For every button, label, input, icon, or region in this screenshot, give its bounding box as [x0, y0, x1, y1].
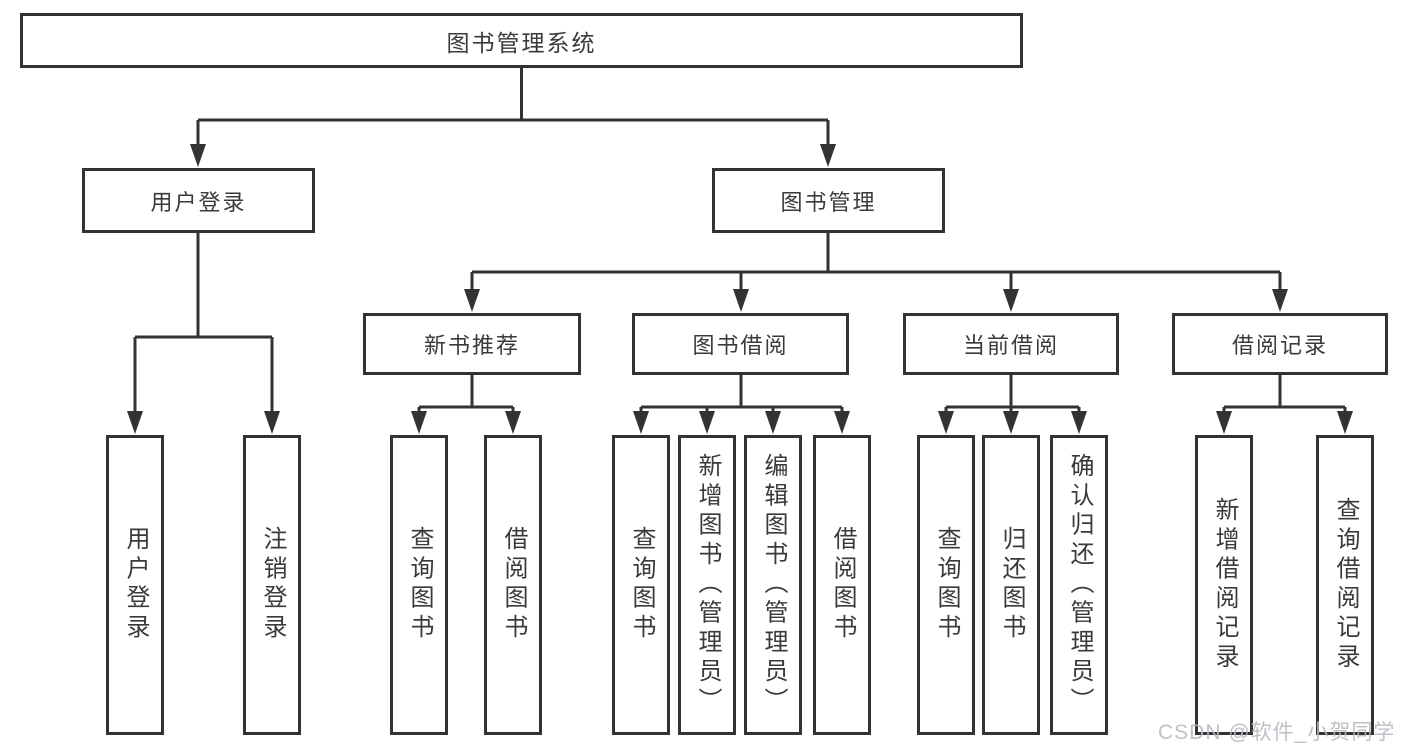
leaf-borrow-books-newbook-label: 借阅图书: [500, 526, 527, 644]
leaf-add-borrow-record-label: 新增借阅记录: [1211, 497, 1238, 673]
arrowhead: [938, 411, 954, 434]
leaf-edit-book-admin-label: 编辑图书（管理员）: [760, 453, 787, 717]
arrowhead: [699, 411, 715, 434]
arrowhead: [1216, 411, 1232, 434]
leaf-query-books-current: 查询图书: [917, 435, 975, 735]
leaf-query-borrow-record: 查询借阅记录: [1316, 435, 1374, 735]
leaf-logout: 注销登录: [243, 435, 301, 735]
arrowhead: [1003, 289, 1019, 312]
leaf-borrow-books-borrowing: 借阅图书: [813, 435, 871, 735]
leaf-add-borrow-record: 新增借阅记录: [1195, 435, 1253, 735]
arrowhead: [733, 289, 749, 312]
node-root: 图书管理系统: [20, 13, 1023, 68]
connector-root-to-level2: [190, 68, 836, 167]
arrowhead: [505, 411, 521, 434]
csdn-watermark: CSDN @软件_小贺同学: [1158, 721, 1396, 744]
connector-userlogin-to-leaves: [127, 233, 280, 434]
leaf-query-books-borrowing-label: 查询图书: [628, 526, 655, 644]
connector-currentborrow-to-leaves: [938, 375, 1087, 434]
node-new-book-recommend: 新书推荐: [363, 313, 581, 375]
leaf-return-book: 归还图书: [982, 435, 1040, 735]
leaf-add-book-admin-label: 新增图书（管理员）: [694, 453, 721, 717]
node-book-management-label: 图书管理: [780, 189, 877, 215]
node-current-borrowing-label: 当前借阅: [962, 333, 1059, 358]
node-borrowing-records: 借阅记录: [1172, 313, 1388, 375]
node-book-management: 图书管理: [712, 168, 945, 233]
arrowhead: [633, 411, 649, 434]
leaf-borrow-books-borrowing-label: 借阅图书: [829, 526, 856, 644]
leaf-add-book-admin: 新增图书（管理员）: [678, 435, 736, 735]
arrowhead: [411, 411, 427, 434]
node-new-book-recommend-label: 新书推荐: [423, 333, 520, 358]
leaf-borrow-books-newbook: 借阅图书: [484, 435, 542, 735]
arrowhead: [127, 411, 143, 434]
node-borrowing-records-label: 借阅记录: [1231, 333, 1328, 358]
arrowhead: [1272, 289, 1288, 312]
leaf-user-login-label: 用户登录: [122, 526, 149, 644]
arrowhead: [1003, 411, 1019, 434]
node-book-borrowing: 图书借阅: [632, 313, 849, 375]
leaf-logout-label: 注销登录: [259, 526, 286, 644]
connector-bookborrow-to-leaves: [633, 375, 850, 434]
connector-records-to-leaves: [1216, 375, 1353, 434]
arrowhead: [190, 144, 206, 167]
arrowhead: [1337, 411, 1353, 434]
connector-bookmgmt-to-level3: [464, 233, 1288, 312]
node-root-label: 图书管理系统: [446, 29, 597, 56]
leaf-return-book-label: 归还图书: [998, 526, 1025, 644]
arrowhead: [464, 289, 480, 312]
leaf-edit-book-admin: 编辑图书（管理员）: [744, 435, 802, 735]
node-book-borrowing-label: 图书借阅: [692, 333, 789, 358]
arrowhead: [765, 411, 781, 434]
leaf-query-borrow-record-label: 查询借阅记录: [1332, 497, 1359, 673]
leaf-query-books-newbook-label: 查询图书: [406, 526, 433, 644]
leaf-confirm-return-admin: 确认归还（管理员）: [1050, 435, 1108, 735]
arrowhead: [264, 411, 280, 434]
arrowhead: [1071, 411, 1087, 434]
leaf-confirm-return-admin-label: 确认归还（管理员）: [1066, 453, 1093, 717]
connector-newbook-to-leaves: [411, 375, 521, 434]
node-user-login-label: 用户登录: [150, 189, 247, 215]
leaf-query-books-newbook: 查询图书: [390, 435, 448, 735]
leaf-user-login: 用户登录: [106, 435, 164, 735]
leaf-query-books-current-label: 查询图书: [933, 526, 960, 644]
arrowhead: [834, 411, 850, 434]
node-current-borrowing: 当前借阅: [903, 313, 1119, 375]
node-user-login: 用户登录: [82, 168, 315, 233]
arrowhead: [820, 144, 836, 167]
leaf-query-books-borrowing: 查询图书: [612, 435, 670, 735]
